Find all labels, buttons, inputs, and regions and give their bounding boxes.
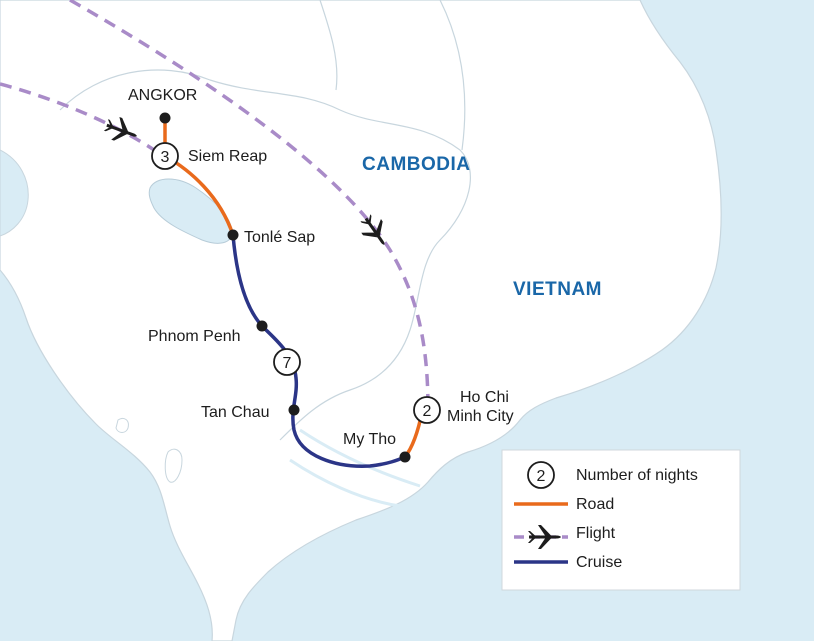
airplane-icon <box>360 214 385 245</box>
stop-dot-my-tho <box>399 451 411 463</box>
island <box>164 448 183 483</box>
flight-route-2 <box>69 0 430 411</box>
label-tan-chau: Tan Chau <box>201 404 270 421</box>
legend-nights-marker <box>527 461 555 489</box>
west-coast-bay <box>0 149 29 237</box>
nights-siem-reap: 3 <box>161 149 170 166</box>
label-tonle-sap: Tonlé Sap <box>244 229 315 246</box>
stop-dot-angkor <box>159 112 171 124</box>
label-vietnam: VIETNAM <box>513 279 602 300</box>
flight-route-1 <box>0 82 162 156</box>
label-hcmc-line1: Ho Chi <box>460 389 509 406</box>
nights-marker-cruise <box>273 348 301 376</box>
delta-channel <box>289 458 401 508</box>
label-siem-reap: Siem Reap <box>188 148 267 165</box>
legend-cruise-label: Cruise <box>576 554 622 571</box>
nights-hcmc: 2 <box>423 403 432 420</box>
border <box>59 69 471 441</box>
label-hcmc-line2: Minh City <box>447 408 514 425</box>
airplane-icon <box>103 117 137 141</box>
nights-marker-hcmc <box>413 396 441 424</box>
legend-airplane-icon <box>528 525 561 549</box>
nights-cruise: 7 <box>283 355 292 372</box>
tonle-sap-lake <box>148 178 233 244</box>
cruise-route <box>231 234 406 468</box>
stop-dot-phnom-penh <box>256 320 268 332</box>
legend: 2 Number of nights Road Flight Cruise <box>501 449 741 591</box>
stop-dot-tan-chau <box>288 404 300 416</box>
legend-flight-label: Flight <box>576 525 616 542</box>
border <box>439 0 466 151</box>
label-cambodia: CAMBODIA <box>362 154 471 175</box>
delta-channel <box>299 428 421 488</box>
nights-marker-siem-reap <box>151 142 179 170</box>
legend-nights-sample: 2 <box>537 468 546 485</box>
legend-road-label: Road <box>576 496 614 513</box>
land <box>0 0 722 641</box>
legend-nights-label: Number of nights <box>576 467 698 484</box>
label-angkor: ANGKOR <box>128 87 197 104</box>
label-my-tho: My Tho <box>343 431 396 448</box>
border <box>319 0 338 91</box>
stop-dot-tonle-sap <box>227 229 239 241</box>
label-phnom-penh: Phnom Penh <box>148 328 241 345</box>
island <box>115 417 129 433</box>
